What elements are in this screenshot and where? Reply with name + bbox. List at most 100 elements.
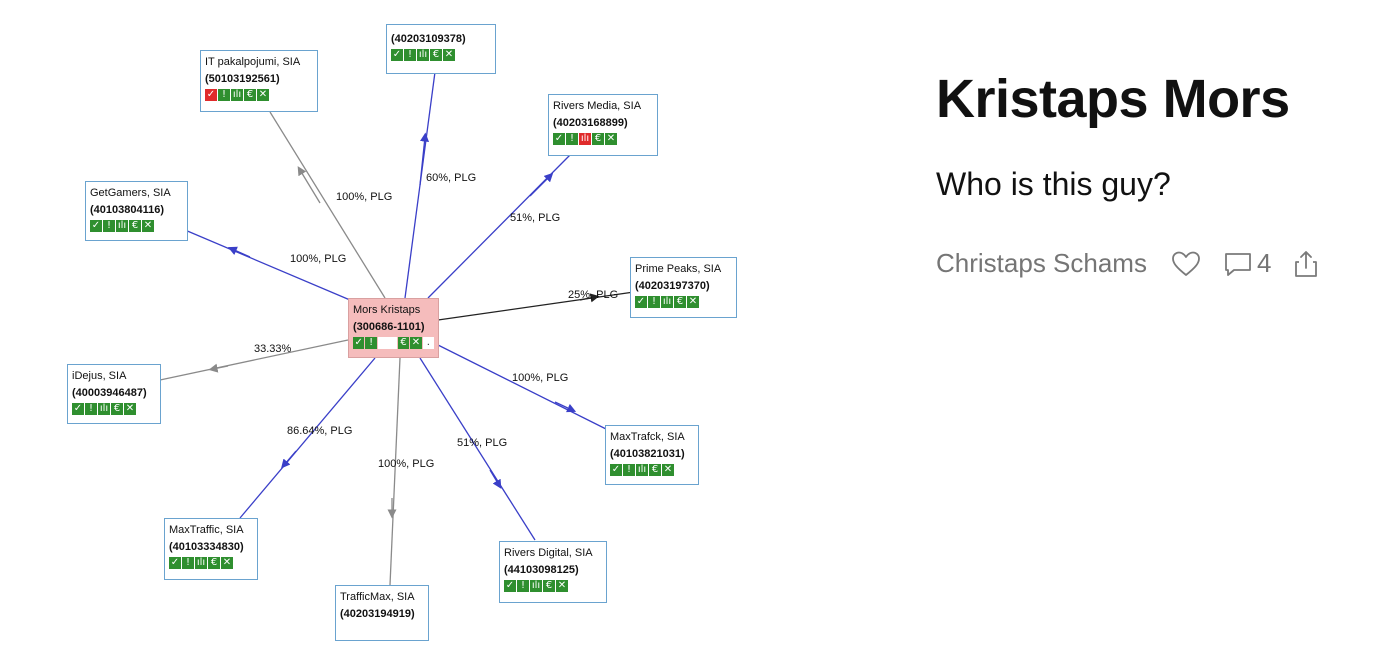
- euro-icon: €: [397, 337, 410, 349]
- euro-icon: €: [592, 133, 604, 145]
- share-icon: [1295, 250, 1318, 277]
- cross-icon: ✕: [687, 296, 699, 308]
- person-node-center[interactable]: Mors Kristaps (300686-1101) ✓ ! € ✕ .: [348, 298, 439, 358]
- status-badges: ✓ ! ılı € ✕: [635, 296, 732, 308]
- company-node-rivers-media[interactable]: Rivers Media, SIA (40203168899) ✓ ! ılı …: [548, 94, 658, 156]
- ownership-graph: (40203109378) ✓ ! ılı € ✕ IT pakalpojumi…: [67, 24, 737, 641]
- edge-label-maxtraffic: 86.64%, PLG: [287, 425, 353, 437]
- chart-icon: ılı: [661, 296, 673, 308]
- check-icon: ✓: [553, 133, 565, 145]
- company-node-top[interactable]: (40203109378) ✓ ! ılı € ✕: [386, 24, 496, 74]
- status-badges: ✓ ! ılı € ✕: [391, 49, 491, 61]
- edge-trafficmax: [389, 357, 401, 586]
- author-name[interactable]: Christaps Schams: [936, 248, 1147, 278]
- check-icon: ✓: [353, 337, 365, 349]
- chart-icon: ılı: [417, 49, 429, 61]
- warning-icon: !: [218, 89, 230, 101]
- edge-prime: [437, 291, 635, 321]
- cross-icon: ✕: [142, 220, 154, 232]
- share-button[interactable]: [1293, 249, 1319, 279]
- post-subtitle: Who is this guy?: [936, 166, 1171, 202]
- chart-icon: ılı: [530, 580, 542, 592]
- edge-rivers-media-arrow: [529, 172, 554, 197]
- euro-icon: €: [674, 296, 686, 308]
- edge-label-top: 60%, PLG: [426, 172, 477, 184]
- company-node-getgamers[interactable]: GetGamers, SIA (40103804116) ✓ ! ılı € ✕: [85, 181, 188, 241]
- cross-icon: ✕: [410, 337, 422, 349]
- euro-icon: €: [244, 89, 256, 101]
- warning-icon: !: [566, 133, 578, 145]
- edge-label-it: 100%, PLG: [336, 191, 393, 203]
- company-node-trafficmax[interactable]: TrafficMax, SIA (40203194919): [335, 585, 429, 641]
- edge-maxtrafck-arrow: [554, 401, 577, 413]
- warning-icon: !: [182, 557, 194, 569]
- chart-icon: ılı: [116, 220, 128, 232]
- chart-icon: ılı: [579, 133, 591, 145]
- warning-icon: !: [648, 296, 660, 308]
- edge-idejus: [159, 339, 349, 381]
- check-icon: ✓: [635, 296, 647, 308]
- chart-icon: ılı: [98, 403, 110, 415]
- check-icon: ✓: [610, 464, 622, 476]
- company-node-prime-peaks[interactable]: Prime Peaks, SIA (40203197370) ✓ ! ılı €…: [630, 257, 737, 318]
- edge-rivers-digital-arrow: [489, 469, 502, 489]
- status-badges: ✓ ! ılı € ✕: [553, 133, 653, 145]
- edge-maxtraffic-arrow: [281, 450, 297, 469]
- company-node-maxtrafck[interactable]: MaxTrafck, SIA (40103821031) ✓ ! ılı € ✕: [605, 425, 699, 485]
- edge-rivers-digital: [419, 357, 536, 541]
- company-node-it-pakalpojumi[interactable]: IT pakalpojumi, SIA (50103192561) ✓ ! ıl…: [200, 50, 318, 112]
- edge-maxtraffic: [239, 357, 376, 519]
- cross-icon: ✕: [221, 557, 233, 569]
- cross-icon: ✕: [257, 89, 269, 101]
- company-node-idejus[interactable]: iDejus, SIA (40003946487) ✓ ! ılı € ✕: [67, 364, 161, 424]
- status-badges: ✓ ! ılı € ✕: [610, 464, 694, 476]
- euro-icon: €: [111, 403, 123, 415]
- like-button[interactable]: [1171, 250, 1201, 278]
- comments-button[interactable]: 4: [1223, 248, 1271, 279]
- company-node-maxtraffic[interactable]: MaxTraffic, SIA (40103334830) ✓ ! ılı € …: [164, 518, 258, 580]
- check-icon: ✓: [504, 580, 516, 592]
- empty-badge: [377, 337, 397, 349]
- edge-label-rivers-media: 51%, PLG: [510, 212, 561, 224]
- warning-icon: !: [365, 337, 377, 349]
- heart-icon: [1172, 251, 1200, 276]
- cross-icon: ✕: [605, 133, 617, 145]
- edge-label-trafficmax: 100%, PLG: [378, 458, 435, 470]
- edge-idejus-arrow: [208, 363, 229, 373]
- edge-it: [269, 111, 386, 299]
- warning-icon: !: [404, 49, 416, 61]
- comment-icon: [1225, 252, 1251, 276]
- status-badges: ✓ ! ılı € ✕: [504, 580, 602, 592]
- euro-icon: €: [129, 220, 141, 232]
- graph-edges: [159, 71, 635, 586]
- edge-maxtrafck: [437, 344, 609, 431]
- edge-getgamers-arrow: [227, 246, 251, 258]
- cross-icon: ✕: [124, 403, 136, 415]
- warning-icon: !: [517, 580, 529, 592]
- euro-icon: €: [543, 580, 555, 592]
- status-badges: ✓ ! ılı € ✕: [205, 89, 313, 101]
- edge-getgamers: [184, 229, 351, 301]
- post-meta: Christaps Schams 4: [936, 248, 1341, 279]
- chart-icon: ılı: [231, 89, 243, 101]
- edge-label-maxtrafck: 100%, PLG: [512, 372, 569, 384]
- status-badges: ✓ ! ılı € ✕: [90, 220, 183, 232]
- company-node-rivers-digital[interactable]: Rivers Digital, SIA (44103098125) ✓ ! ıl…: [499, 541, 607, 603]
- check-icon: ✓: [391, 49, 403, 61]
- euro-icon: €: [430, 49, 442, 61]
- cross-icon: ✕: [556, 580, 568, 592]
- cross-icon: ✕: [662, 464, 674, 476]
- cross-icon: ✕: [443, 49, 455, 61]
- chart-icon: ılı: [636, 464, 648, 476]
- warning-icon: !: [85, 403, 97, 415]
- status-badges: ✓ ! ılı € ✕: [169, 557, 253, 569]
- edge-label-rivers-digital: 51%, PLG: [457, 437, 508, 449]
- post-title[interactable]: Kristaps Mors: [936, 69, 1290, 129]
- euro-icon: €: [649, 464, 661, 476]
- status-badges: ✓ ! ılı € ✕: [72, 403, 156, 415]
- edge-it-arrow: [297, 166, 321, 204]
- edge-label-idejus: 33.33%: [254, 343, 292, 355]
- edge-prime-arrow: [579, 293, 600, 303]
- comment-count: 4: [1256, 248, 1272, 278]
- edge-label-prime: 25%, PLG: [568, 289, 619, 301]
